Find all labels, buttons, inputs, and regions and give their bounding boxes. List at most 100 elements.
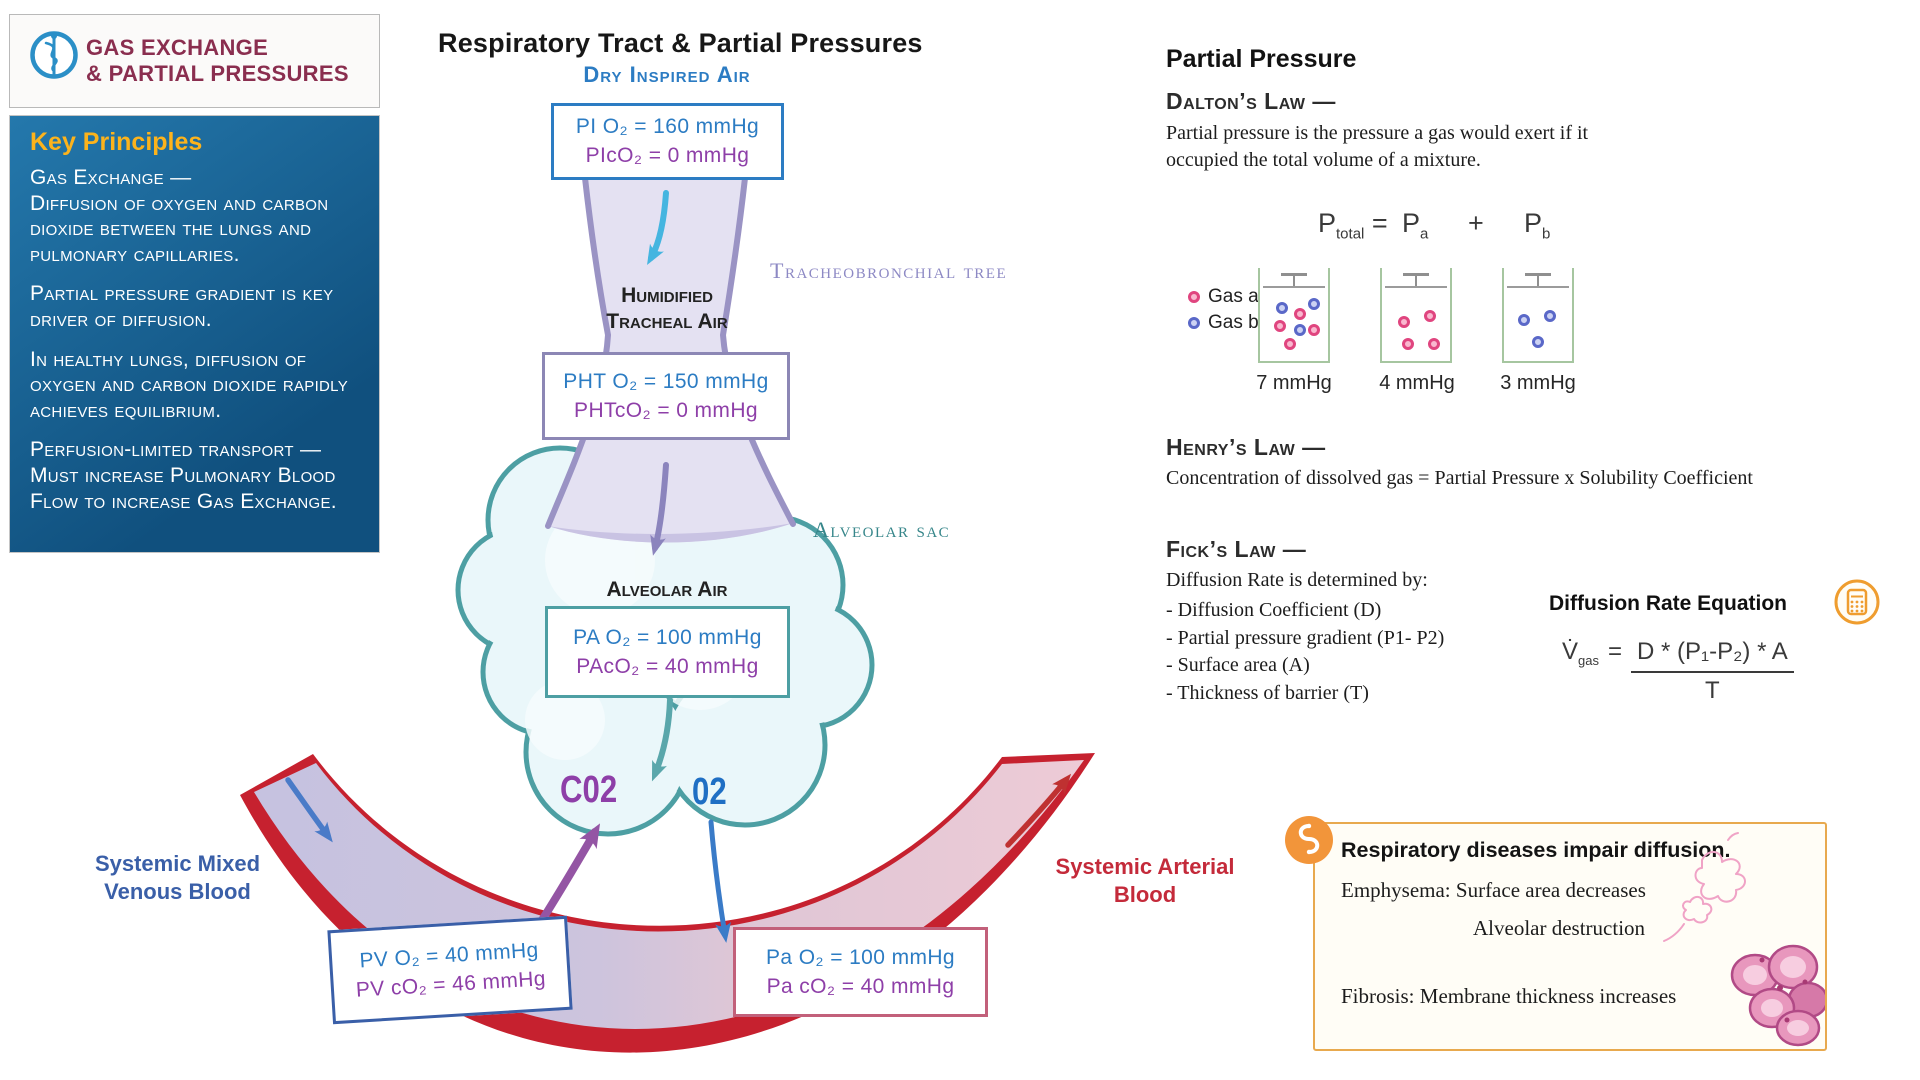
pb-base: P — [1524, 208, 1543, 238]
pht-o2-value: PHT O₂ = 150 mmHg — [563, 369, 769, 393]
equation-denominator: T — [1705, 677, 1720, 704]
beaker-total-pressure: 7 mmHg — [1256, 372, 1332, 394]
ptotal-base: P — [1318, 208, 1337, 238]
daltons-law-title: Dalton’s Law — — [1166, 88, 1336, 114]
plus-sign: + — [1468, 208, 1484, 238]
calculator-icon — [1834, 579, 1880, 625]
partial-pressure-heading: Partial Pressure — [1166, 45, 1357, 73]
pa-base: P — [1402, 208, 1421, 238]
ptotal-sub: total — [1336, 225, 1365, 243]
inspired-air-values-box: PI O₂ = 160 mmHg PIcO₂ = 0 mmHg — [551, 103, 784, 180]
tracheal-air-values-box: PHT O₂ = 150 mmHg PHTcO₂ = 0 mmHg — [542, 352, 790, 440]
principle-perfusion: Perfusion-limited transport — Must incre… — [30, 437, 359, 514]
fick-item-gradient: - Partial pressure gradient (P1- P2) — [1166, 626, 1445, 649]
disease-box-title: Respiratory diseases impair diffusion. — [1341, 838, 1731, 862]
pi-co2-value: PIcO₂ = 0 mmHg — [585, 144, 750, 167]
pb-sub: b — [1542, 225, 1551, 243]
pi-o2-value: PI O₂ = 160 mmHg — [575, 115, 760, 138]
alveolar-air-arrow — [651, 697, 673, 782]
ficks-law-title: Fick’s Law — — [1166, 536, 1307, 562]
equals-sign: = — [1371, 208, 1388, 238]
o2-gas-label: 02 — [692, 771, 727, 813]
dry-inspired-air-label: Dry Inspired Air — [583, 62, 751, 87]
pa-term: Pa — [1402, 208, 1428, 242]
gas-legend: Gas a Gas b — [1188, 284, 1259, 336]
principle-body: Diffusion of oxygen and carbon dioxide b… — [30, 191, 329, 266]
diffusion-rate-equation: V̇gas = D * (P₁-P₂) * A T — [1562, 638, 1794, 705]
gas-b-label: Gas b — [1208, 312, 1259, 333]
alveolar-air-label: Alveolar Air — [606, 578, 728, 601]
principle-body: In healthy lungs, diffusion of oxygen an… — [30, 347, 349, 422]
fibrosis-histology-illustration — [1730, 944, 1825, 1047]
arterial-values-box: Pa O₂ = 100 mmHg Pa cO₂ = 40 mmHg — [733, 927, 988, 1017]
ficks-law-list: - Diffusion Coefficient (D) - Partial pr… — [1166, 597, 1444, 707]
equation-numerator: D * (P₁-P₂) * A — [1631, 638, 1794, 673]
fick-item-thickness: - Thickness of barrier (T) — [1166, 681, 1369, 704]
gas-b-dot-icon — [1518, 314, 1530, 326]
gas-a-dot-icon — [1308, 324, 1320, 336]
beaker-gas-a-pressure: 4 mmHg — [1379, 372, 1455, 394]
alveolar-destruction-text: Alveolar destruction — [1473, 916, 1646, 940]
chalk-icon — [1285, 816, 1333, 864]
o2-diffusion-arrow — [708, 819, 731, 943]
gas-b-dot-icon — [1294, 324, 1306, 336]
venous-values-box: PV O₂ = 40 mmHg PV cO₂ = 46 mmHg — [327, 915, 573, 1025]
vgas-base: V̇ — [1562, 638, 1579, 665]
principle-lead: Perfusion-limited transport — — [30, 438, 322, 462]
inspired-air-arrow — [647, 190, 669, 265]
venous-flow-arrow — [285, 777, 333, 843]
beaker-gas-a — [1380, 268, 1452, 363]
alveolar-air-values-box: PA O₂ = 100 mmHg PAcO₂ = 40 mmHg — [545, 606, 790, 698]
fick-item-area: - Surface area (A) — [1166, 654, 1310, 677]
disease-note-box — [1313, 822, 1827, 1051]
principle-body: Must increase Pulmonary Blood Flow to in… — [30, 464, 337, 513]
principle-equilibrium: In healthy lungs, diffusion of oxygen an… — [30, 347, 359, 424]
gas-b-dot-icon — [1188, 317, 1200, 329]
vgas-sub: gas — [1578, 652, 1599, 668]
pa-sub: a — [1420, 225, 1429, 243]
principle-gradient: Partial pressure gradient is key driver … — [30, 281, 359, 332]
diagram-title: Respiratory Tract & Partial Pressures — [438, 28, 923, 58]
humidified-line-2: Tracheal Air — [606, 310, 728, 334]
humidified-tracheal-air-label: Humidified Tracheal Air — [552, 283, 782, 336]
co2-gas-label: C02 — [560, 769, 618, 811]
alveolar-destruction-sketch — [1663, 832, 1746, 942]
venous-line-1: Systemic Mixed — [94, 851, 261, 876]
legend-gas-b: Gas b — [1188, 310, 1259, 336]
pht-co2-value: PHTcO₂ = 0 mmHg — [574, 398, 758, 422]
henrys-law-body: Concentration of dissolved gas = Partial… — [1166, 467, 1753, 489]
rod-of-asclepius-icon — [30, 31, 78, 79]
ficks-law-intro: Diffusion Rate is determined by: — [1166, 569, 1428, 591]
alveolar-sac-label: Alveolar sac — [813, 517, 951, 542]
arterial-blood-label: Systemic Arterial Blood — [1035, 853, 1255, 908]
venous-blood-label: Systemic Mixed Venous Blood — [55, 850, 300, 905]
gas-a-dot-icon — [1428, 338, 1440, 350]
ptotal-term: Ptotal = — [1318, 208, 1388, 242]
henrys-law-title: Henry’s Law — — [1166, 434, 1326, 460]
humidified-line-1: Humidified — [621, 284, 713, 307]
title-line-1: GAS EXCHANGE — [86, 35, 269, 60]
venous-line-2: Venous Blood — [104, 878, 251, 904]
principle-lead: Gas Exchange — — [30, 166, 192, 189]
gas-a-dot-icon — [1402, 338, 1414, 350]
gas-a-dot-icon — [1294, 308, 1306, 320]
fick-item-d: - Diffusion Coefficient (D) — [1166, 599, 1382, 621]
principle-gas-exchange: Gas Exchange — Diffusion of oxygen and c… — [30, 165, 359, 267]
pv-co2-value: PV cO₂ = 46 mmHg — [355, 966, 547, 1002]
key-principles-heading: Key Principles — [30, 128, 203, 156]
fibrosis-text: Fibrosis: Membrane thickness increases — [1341, 984, 1677, 1008]
gas-b-dot-icon — [1544, 310, 1556, 322]
daltons-law-body: Partial pressure is the pressure a gas w… — [1166, 122, 1589, 171]
tracheal-air-arrow — [650, 462, 669, 556]
equation-equals: = — [1607, 638, 1622, 665]
principle-body: Partial pressure gradient is key driver … — [30, 282, 334, 332]
pa-co2-value: PAcO₂ = 40 mmHg — [576, 654, 759, 678]
diffusion-rate-equation-title: Diffusion Rate Equation — [1549, 592, 1787, 615]
brand-card: GAS EXCHANGE & PARTIAL PRESSURES — [9, 14, 380, 108]
gas-a-dot-icon — [1398, 316, 1410, 328]
gas-a-dot-icon — [1274, 320, 1286, 332]
tracheobronchial-tree-label: Tracheobronchial tree — [770, 258, 1008, 283]
arterial-flow-arrow — [1005, 773, 1072, 848]
pa-art-co2-value: Pa cO₂ = 40 mmHg — [766, 974, 955, 998]
